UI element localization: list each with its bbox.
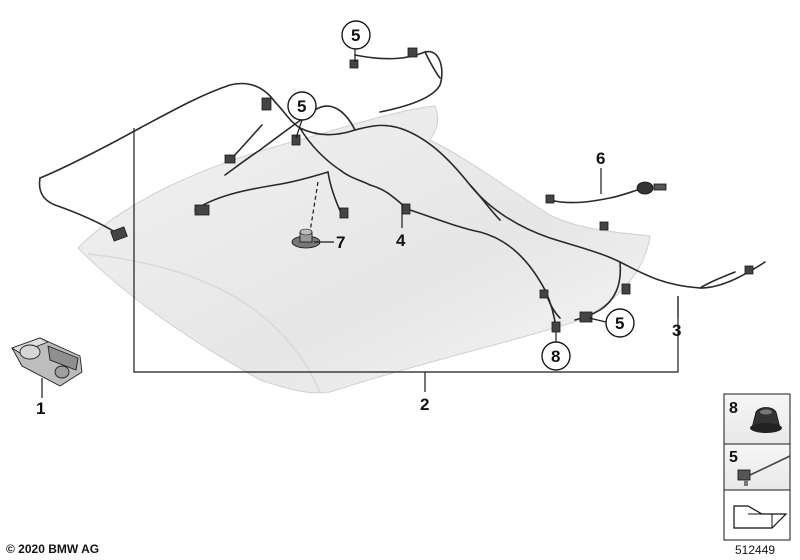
callout-5-middle: 5	[297, 97, 306, 116]
bracket-line-2	[133, 128, 679, 373]
roof-edge-highlight	[87, 253, 321, 393]
part-1-motor	[10, 337, 83, 387]
leader-lines	[41, 48, 679, 398]
callout-5-top: 5	[351, 26, 360, 45]
callout-8: 8	[551, 347, 560, 366]
callout-2: 2	[420, 395, 429, 414]
part-6-cable	[545, 181, 667, 204]
legend-box-5	[723, 443, 791, 491]
callout-circles	[287, 20, 635, 371]
callout-1: 1	[36, 399, 45, 418]
callout-7: 7	[336, 233, 345, 252]
harness-connectors	[110, 47, 754, 333]
callout-4: 4	[396, 231, 406, 250]
legend-box-8	[723, 393, 791, 445]
callout-5-right: 5	[615, 314, 624, 333]
roof-panel	[77, 105, 651, 394]
legend-box-arrow	[723, 489, 791, 541]
diagram-id: 512449	[735, 543, 776, 557]
callout-3: 3	[672, 321, 681, 340]
copyright-text: © 2020 BMW AG	[6, 542, 100, 556]
legend-label-5: 5	[729, 449, 738, 466]
mounting-arrow-icon	[733, 505, 788, 529]
callout-6: 6	[596, 149, 605, 168]
legend-label-8: 8	[729, 400, 738, 417]
